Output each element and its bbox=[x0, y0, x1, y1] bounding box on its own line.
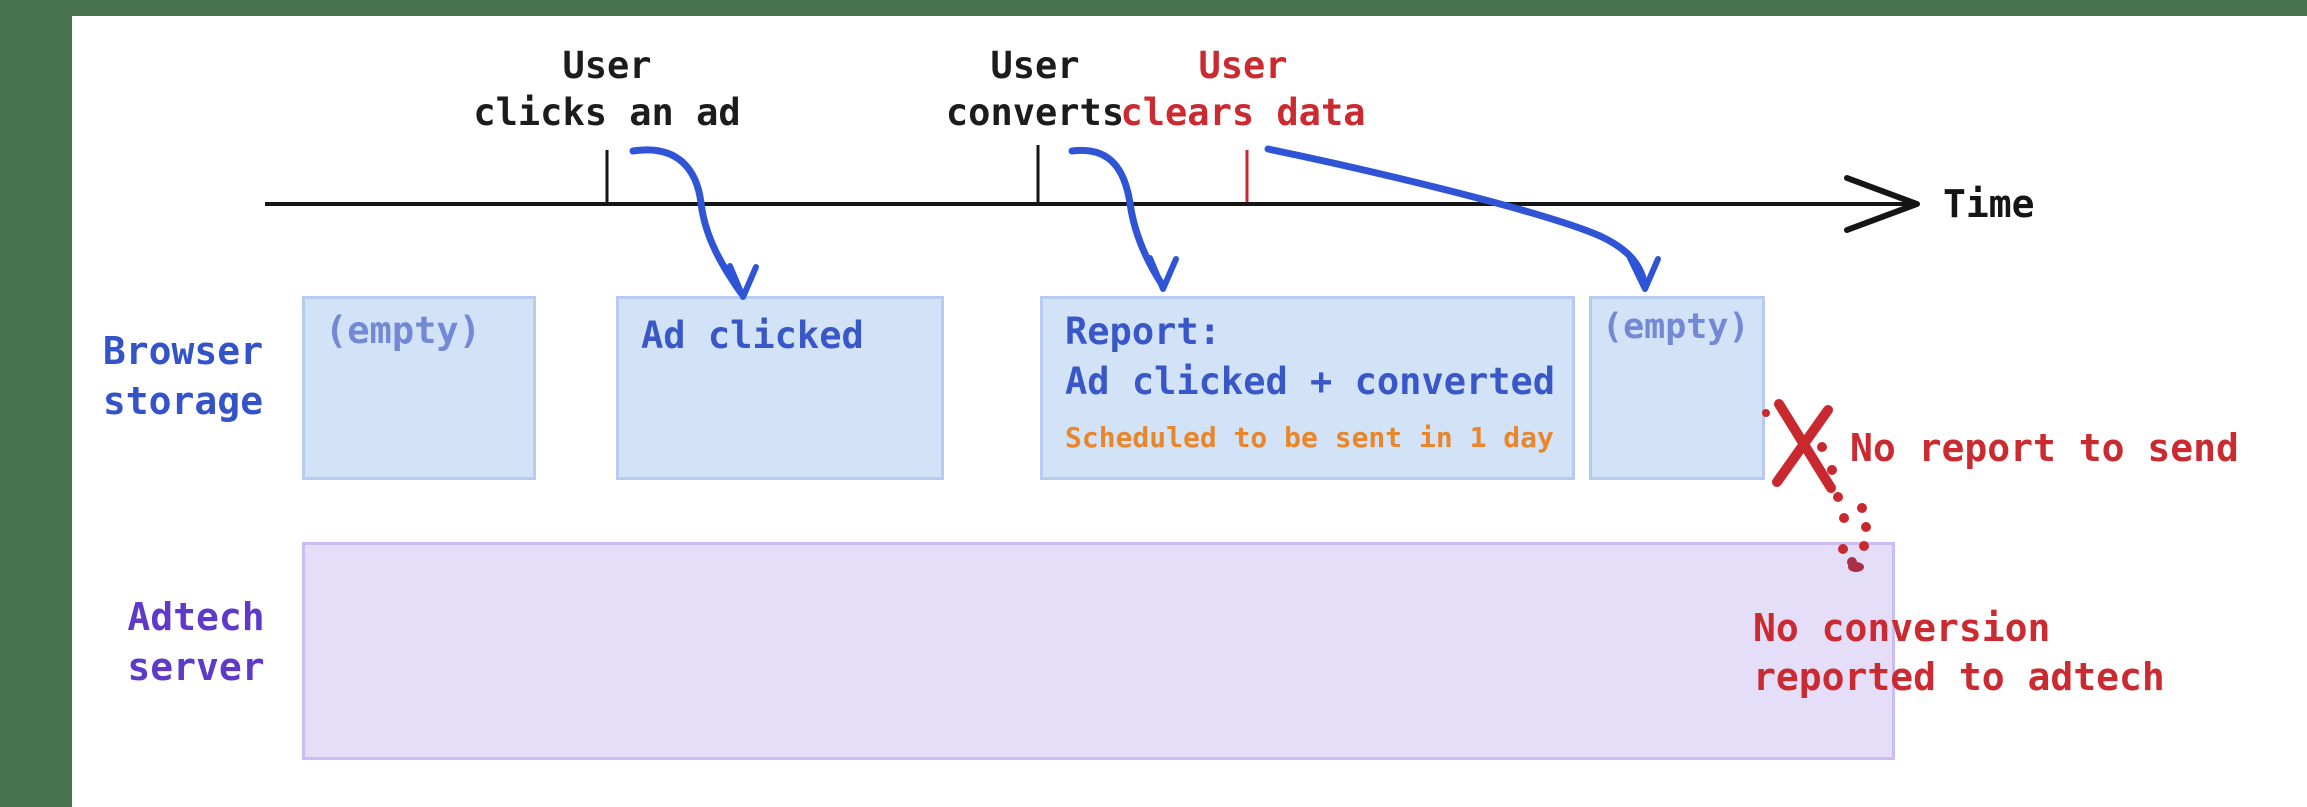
adtech-server-box bbox=[302, 542, 1895, 760]
storage-box-empty-2-label: (empty) bbox=[1602, 307, 1750, 347]
event-label-clicks-ad: User clicks an ad bbox=[473, 44, 741, 134]
storage-box-empty-2: (empty) bbox=[1589, 296, 1765, 480]
report-subtitle: Ad clicked + converted bbox=[1065, 360, 1556, 403]
no-report-annotation: No report to send bbox=[1850, 426, 2239, 470]
storage-box-report: Report: Ad clicked + converted Scheduled… bbox=[1040, 296, 1575, 480]
adtech-server-label: Adtech server bbox=[127, 595, 265, 689]
report-title: Report: bbox=[1065, 310, 1221, 353]
report-schedule-note: Scheduled to be sent in 1 day bbox=[1065, 421, 1554, 454]
storage-box-empty-1-label: (empty) bbox=[325, 309, 481, 352]
storage-box-ad-clicked-label: Ad clicked bbox=[641, 314, 864, 357]
browser-storage-label: Browser storage bbox=[102, 329, 264, 423]
event-label-converts: User converts bbox=[945, 44, 1125, 134]
storage-box-empty-1: (empty) bbox=[302, 296, 536, 480]
no-conversion-annotation: No conversion reported to adtech bbox=[1753, 606, 2165, 699]
time-axis-label: Time bbox=[1943, 182, 2035, 226]
event-label-clears-data: User clears data bbox=[1120, 44, 1366, 134]
storage-box-ad-clicked: Ad clicked bbox=[616, 296, 944, 480]
